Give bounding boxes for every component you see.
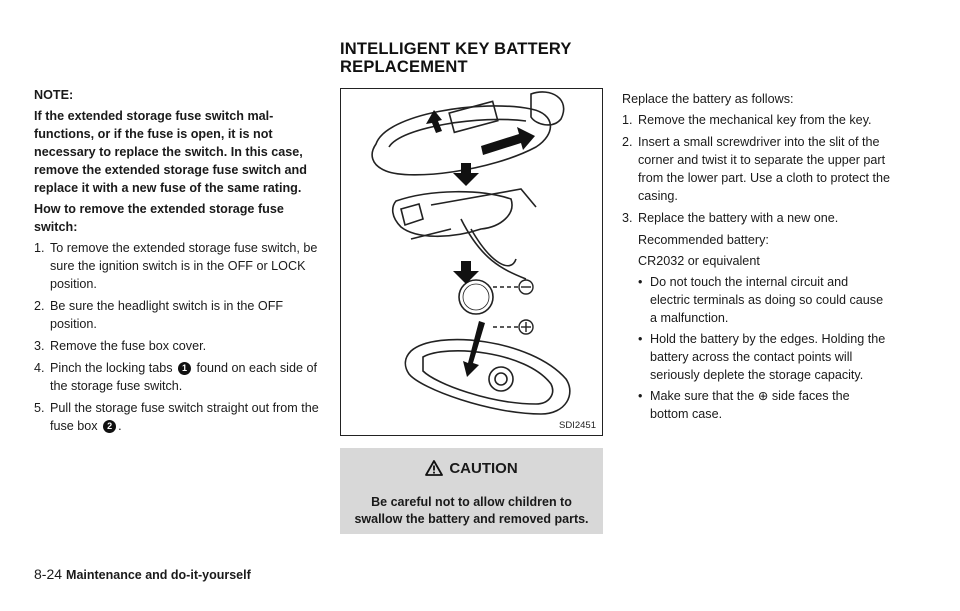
list-item: Hold the battery by the edges. Holding t… [638,330,890,384]
list-item: 3.Replace the battery with a new one. [622,211,839,225]
list-item: 2.Insert a small screwdriver into the sl… [622,135,890,203]
caution-text: Be careful not to allow children to swal… [354,495,589,526]
list-item: Do not touch the internal circuit and el… [638,273,890,327]
list-item: 3.Remove the fuse box cover. [34,339,207,353]
recommended-label: Recommended battery: [638,233,769,247]
fuse-steps-list: 1.To remove the extended storage fuse sw… [34,239,324,435]
list-item: 1.To remove the extended storage fuse sw… [34,241,318,291]
callout-1-badge: 1 [178,361,192,375]
how-to-heading: How to remove the extended storage fuse … [34,202,284,234]
arrow-up-icon [426,110,442,133]
insert-arrow-icon [463,321,485,377]
plus-terminal-symbol: ⊕ [757,389,769,403]
battery-steps-list: 1.Remove the mechanical key from the key… [622,111,890,227]
page-number: 8-24 [34,566,63,582]
left-column: NOTE: If the extended storage fuse switc… [34,86,324,439]
caution-box: CAUTION Be careful not to allow children… [340,448,603,534]
arrow-right-icon [481,127,535,155]
caution-heading: CAUTION [340,460,603,477]
plus-sign-icon [518,319,534,335]
figure-code: SDI2451 [559,420,596,431]
list-item: 2.Be sure the headlight switch is in the… [34,299,284,331]
arrow-down-icon [453,163,479,284]
note-label: NOTE: [34,88,74,102]
minus-sign-icon [518,279,534,295]
key-disassembly-illustration [371,91,571,415]
recommended-value: CR2032 or equivalent [638,254,760,268]
list-item: 5.Pull the storage fuse switch straight … [34,401,319,433]
battery-replacement-figure: SDI2451 [340,88,603,436]
footer-section-name: Maintenance and do-it-yourself [66,568,251,582]
right-column: Replace the battery as follows: 1.Remove… [622,90,890,426]
note-text: If the extended storage fuse switch mal-… [34,109,307,195]
intro-text: Replace the battery as follows: [622,92,794,106]
list-item: 1.Remove the mechanical key from the key… [622,113,872,127]
warning-icon [425,460,444,476]
precautions-list: Do not touch the internal circuit and el… [622,273,890,423]
callout-2-badge: 2 [103,419,117,433]
section-title: INTELLIGENT KEY BATTERY REPLACEMENT [340,40,572,76]
list-item: 4.Pinch the locking tabs 1 found on each… [34,361,317,393]
list-item: Make sure that the ⊕ side faces the bott… [638,387,890,423]
